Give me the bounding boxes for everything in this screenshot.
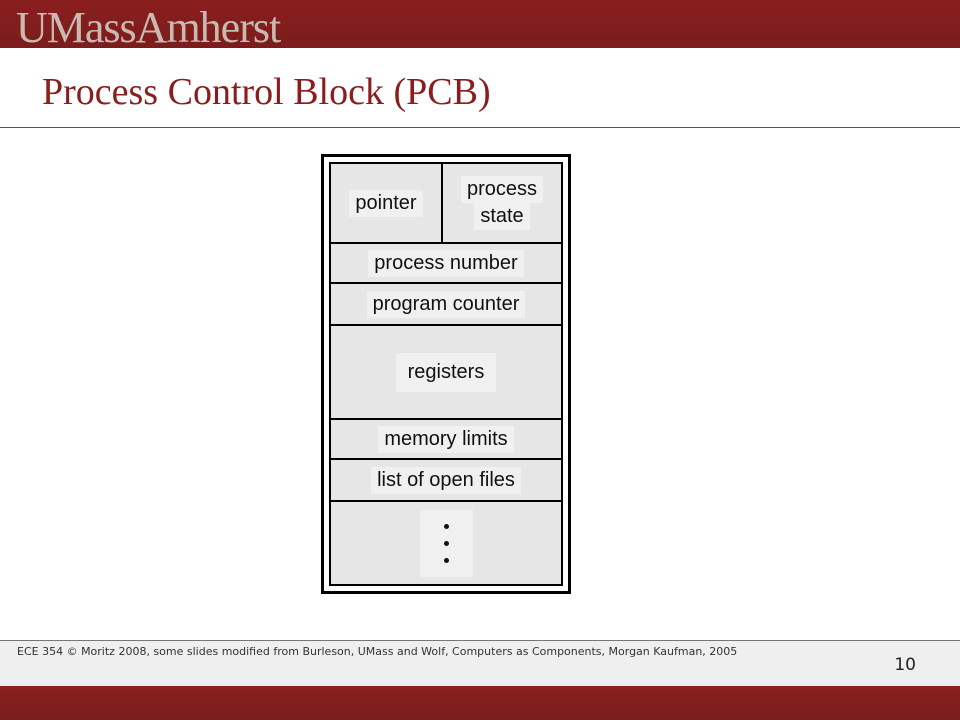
page-number: 10 (894, 655, 916, 675)
ellipsis-dot (443, 557, 449, 563)
slide-title: Process Control Block (PCB) (42, 71, 491, 113)
pcb-row-memory-limits: memory limits (331, 420, 561, 460)
pcb-process-state-label-line1: process (460, 176, 544, 203)
pcb-process-number-label: process number (368, 249, 524, 277)
pcb-memory-limits-label: memory limits (378, 425, 514, 453)
pcb-row-pointer-state: pointer process state (331, 164, 561, 244)
pcb-row-program-counter: program counter (331, 284, 561, 326)
pcb-cell-process-state: process state (443, 164, 561, 242)
footer-divider (0, 640, 960, 641)
pcb-open-files-label: list of open files (371, 466, 521, 494)
pcb-row-open-files: list of open files (331, 460, 561, 502)
pcb-pointer-label: pointer (349, 189, 423, 217)
vertical-ellipsis-icon (419, 509, 473, 577)
pcb-cell-pointer: pointer (331, 164, 443, 242)
footer-credit: ECE 354 © Moritz 2008, some slides modif… (17, 645, 738, 658)
pcb-registers-label: registers (395, 352, 497, 392)
umass-amherst-logo: UMassAmherst (16, 3, 281, 52)
pcb-diagram: pointer process state process number pro… (321, 154, 571, 594)
pcb-program-counter-label: program counter (366, 290, 526, 318)
pcb-row-ellipsis (331, 502, 561, 584)
pcb-process-state-label-line2: state (474, 203, 530, 230)
pcb-row-process-number: process number (331, 244, 561, 284)
ellipsis-dot (443, 523, 449, 529)
pcb-row-registers: registers (331, 326, 561, 420)
pcb-table: pointer process state process number pro… (329, 162, 563, 586)
footer-band (0, 641, 960, 686)
header-band: UMassAmherst (0, 0, 960, 52)
ellipsis-dot (443, 540, 449, 546)
bottom-band (0, 686, 960, 720)
title-divider (0, 127, 960, 128)
